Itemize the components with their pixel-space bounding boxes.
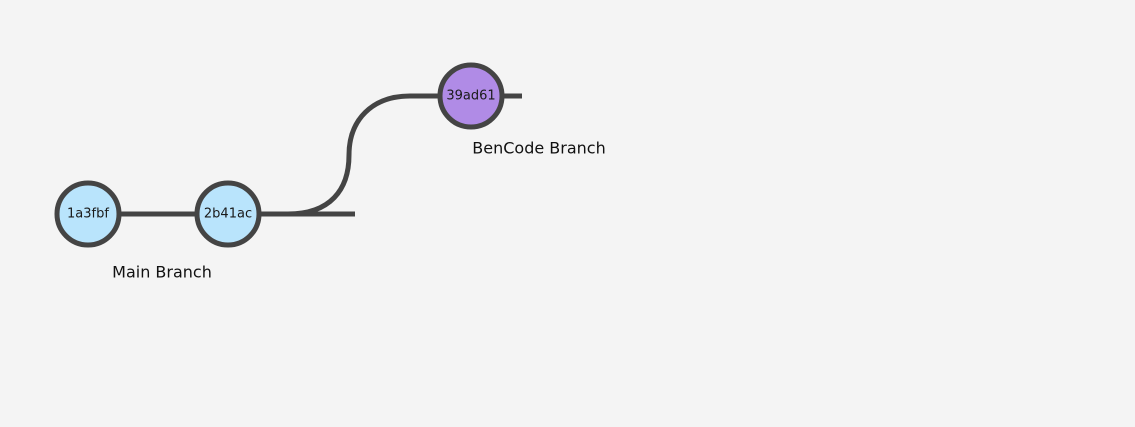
bencode-branch-label: BenCode Branch xyxy=(472,139,605,158)
commit-hash-label: 39ad61 xyxy=(446,89,495,104)
branch-connector-line xyxy=(287,93,522,217)
commit-circle xyxy=(194,180,262,248)
commit-hash-label: 2b41ac xyxy=(204,207,252,222)
commit-node-39ad61[interactable]: 39ad61 xyxy=(437,62,505,130)
commit-node-1a3fbf[interactable]: 1a3fbf xyxy=(54,180,122,248)
commit-circle xyxy=(437,62,505,130)
main-branch-label: Main Branch xyxy=(112,263,212,282)
commit-hash-label: 1a3fbf xyxy=(67,207,109,222)
commit-node-2b41ac[interactable]: 2b41ac xyxy=(194,180,262,248)
commit-circle xyxy=(54,180,122,248)
